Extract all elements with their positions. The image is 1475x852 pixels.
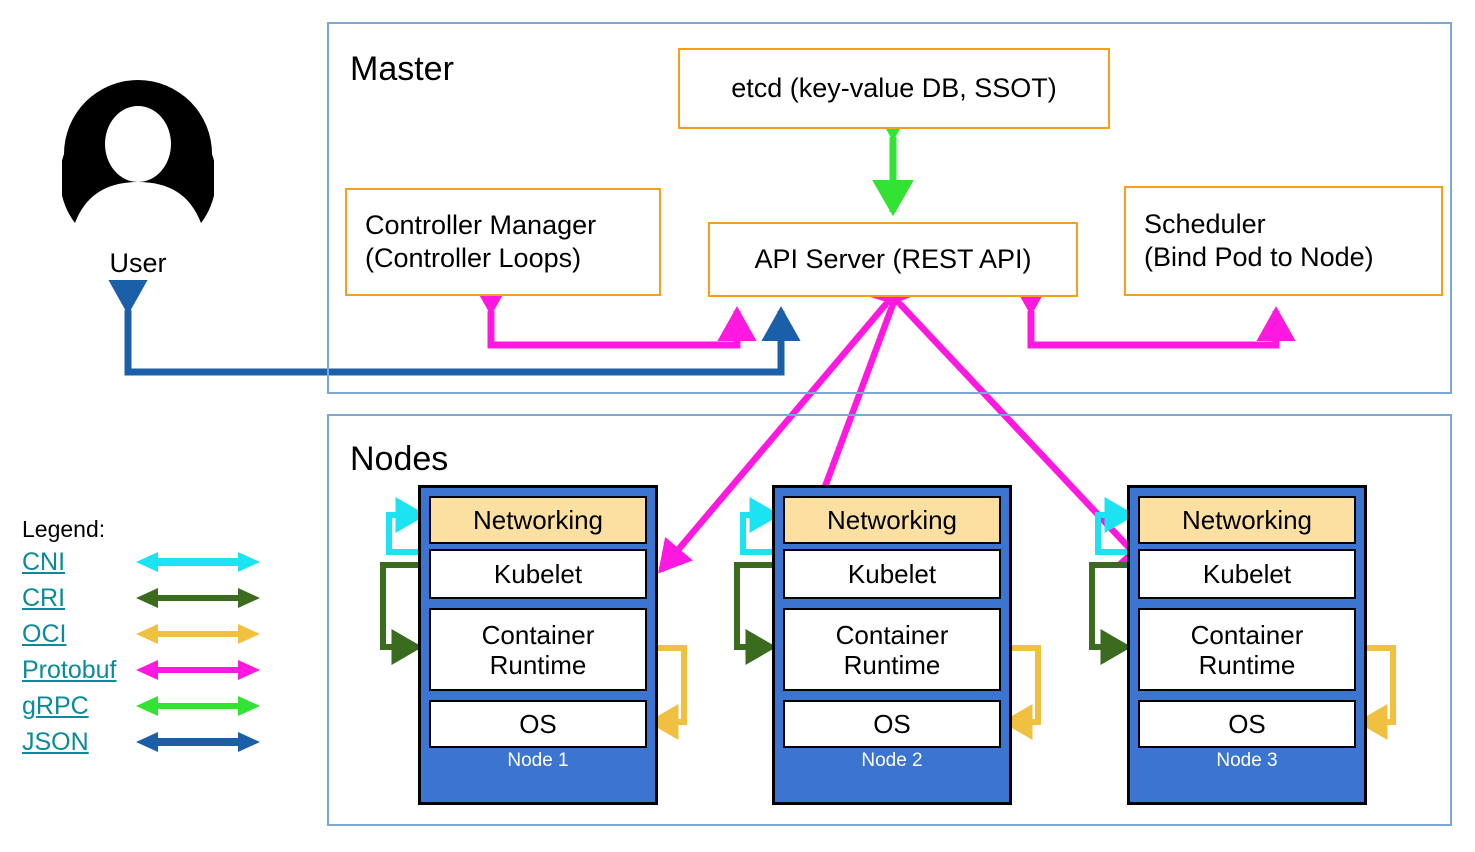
- node-3-label: Node 3: [1216, 750, 1278, 771]
- nodes-group: [327, 414, 1452, 826]
- node-3[interactable]: Networking Kubelet Container Runtime OS …: [1127, 485, 1367, 805]
- legend-title: Legend:: [22, 516, 106, 542]
- node-2-os[interactable]: OS: [783, 700, 1001, 748]
- node-1-container-runtime[interactable]: Container Runtime: [429, 608, 647, 691]
- legend: Legend: CNI CRI OCI Protobuf: [22, 516, 282, 756]
- node-3-kubelet[interactable]: Kubelet: [1138, 549, 1356, 599]
- legend-arrow-cri: [136, 588, 260, 608]
- legend-label-cni[interactable]: CNI: [22, 548, 66, 576]
- scheduler-label: Scheduler (Bind Pod to Node): [1144, 209, 1374, 272]
- legend-label-protobuf[interactable]: Protobuf: [22, 656, 117, 684]
- node-2-container-runtime[interactable]: Container Runtime: [783, 608, 1001, 691]
- node-2[interactable]: Networking Kubelet Container Runtime OS …: [772, 485, 1012, 805]
- legend-label-oci[interactable]: OCI: [22, 620, 67, 648]
- etcd-box[interactable]: etcd (key-value DB, SSOT): [678, 48, 1110, 129]
- node-3-networking[interactable]: Networking: [1138, 496, 1356, 544]
- nodes-group-title: Nodes: [350, 440, 449, 478]
- node-2-networking[interactable]: Networking: [783, 496, 1001, 544]
- legend-arrow-protobuf: [136, 660, 260, 680]
- master-group: [327, 22, 1452, 394]
- legend-arrow-cni: [136, 552, 260, 572]
- legend-label-cri[interactable]: CRI: [22, 584, 66, 612]
- node-2-kubelet[interactable]: Kubelet: [783, 549, 1001, 599]
- node-1[interactable]: Networking Kubelet Container Runtime OS …: [418, 485, 658, 805]
- user-avatar-icon: [62, 80, 214, 223]
- node-3-container-runtime[interactable]: Container Runtime: [1138, 608, 1356, 691]
- node-3-os[interactable]: OS: [1138, 700, 1356, 748]
- legend-arrow-oci: [136, 624, 260, 644]
- node-2-label: Node 2: [861, 750, 923, 771]
- api-server-label: API Server (REST API): [754, 244, 1032, 274]
- api-server-box[interactable]: API Server (REST API): [708, 222, 1078, 297]
- legend-arrow-json: [136, 732, 260, 752]
- legend-arrow-grpc: [136, 696, 260, 716]
- etcd-label: etcd (key-value DB, SSOT): [731, 73, 1057, 103]
- node-1-label: Node 1: [507, 750, 569, 771]
- master-group-title: Master: [350, 50, 454, 88]
- user-label: User: [109, 248, 167, 278]
- controller-manager-box[interactable]: Controller Manager (Controller Loops): [345, 188, 661, 296]
- node-1-kubelet[interactable]: Kubelet: [429, 549, 647, 599]
- legend-label-json[interactable]: JSON: [22, 728, 89, 756]
- node-1-os[interactable]: OS: [429, 700, 647, 748]
- scheduler-box[interactable]: Scheduler (Bind Pod to Node): [1124, 186, 1443, 296]
- legend-label-grpc[interactable]: gRPC: [22, 692, 89, 720]
- controller-manager-label: Controller Manager (Controller Loops): [365, 210, 597, 273]
- node-1-networking[interactable]: Networking: [429, 496, 647, 544]
